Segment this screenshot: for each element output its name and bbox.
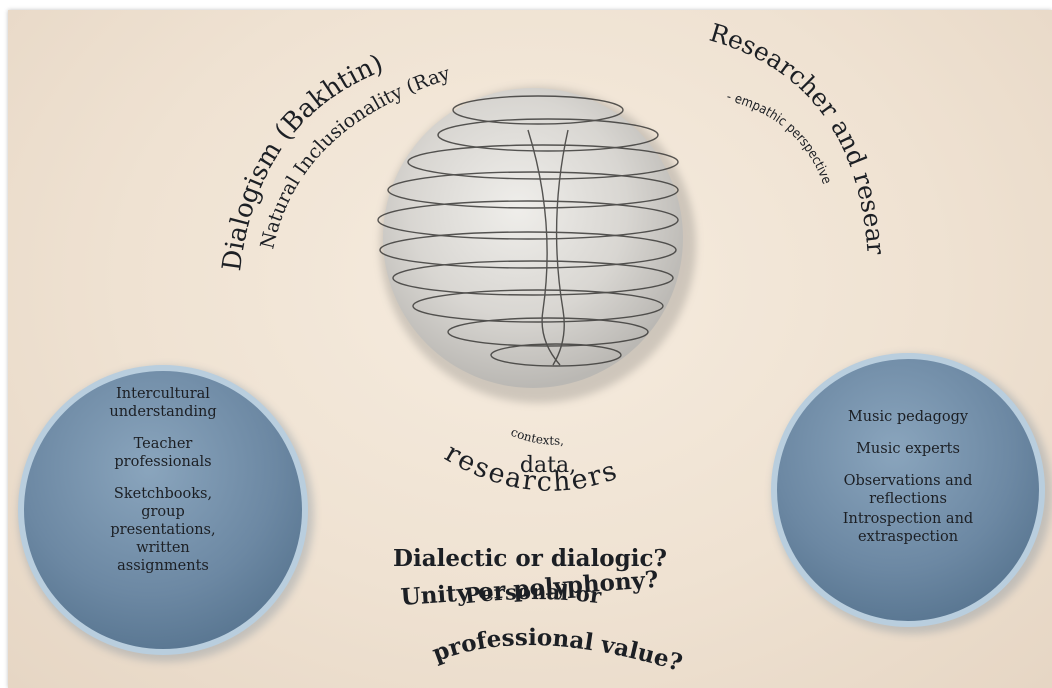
right-item-experts: Music experts xyxy=(813,440,1003,458)
left-circle-text: Intercultural understanding Teacher prof… xyxy=(73,385,253,589)
left-item-teacher: Teacher professionals xyxy=(73,435,253,471)
left-item-intercultural: Intercultural understanding xyxy=(73,385,253,421)
spiral-sphere-icon xyxy=(378,87,696,403)
question-personal: Personal or xyxy=(464,579,604,608)
right-circle-text: Music pedagogy Music experts Observation… xyxy=(813,408,1003,560)
diagram-canvas: Dialogism (Bakhtin) and Natural Inclusio… xyxy=(8,10,1052,688)
right-item-pedagogy: Music pedagogy xyxy=(813,408,1003,426)
right-item-introspection: Introspection and extraspection xyxy=(813,510,1003,546)
contexts-arc: contexts, xyxy=(509,425,564,448)
right-item-observations: Observations and reflections xyxy=(813,472,1003,508)
question-professional: professional value? xyxy=(429,624,686,677)
researchers-arc: researchers xyxy=(440,437,623,498)
left-item-sketchbooks: Sketchbooks, group presentations, writte… xyxy=(73,485,253,575)
